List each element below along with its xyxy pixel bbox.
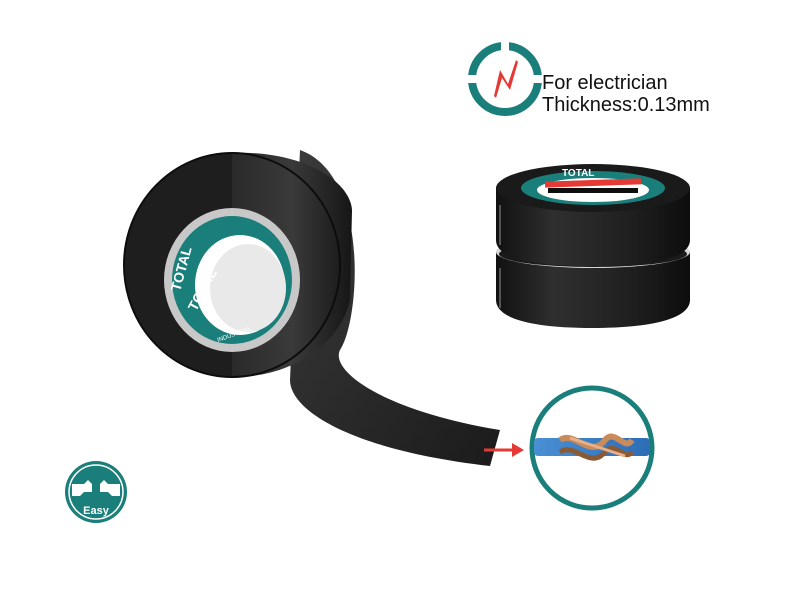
wire-callout [529,385,655,511]
spool-brand-logo: TOTAL [562,168,594,179]
lightning-icon [466,40,544,116]
feature-line-thickness: Thickness:0.13mm [542,94,710,116]
red-arrow-icon [484,443,524,457]
tape-roll-stack: TOTAL [496,164,690,328]
tape-roll-large: TOTAL TOTAL INDUSTRIAL [123,152,352,378]
hands-tearing-icon: Easy [65,461,127,523]
feature-line-usage: For electrician [542,72,668,94]
feature-text: For electrician Thickness:0.13mm [542,72,710,116]
easy-label: Easy [83,505,110,517]
